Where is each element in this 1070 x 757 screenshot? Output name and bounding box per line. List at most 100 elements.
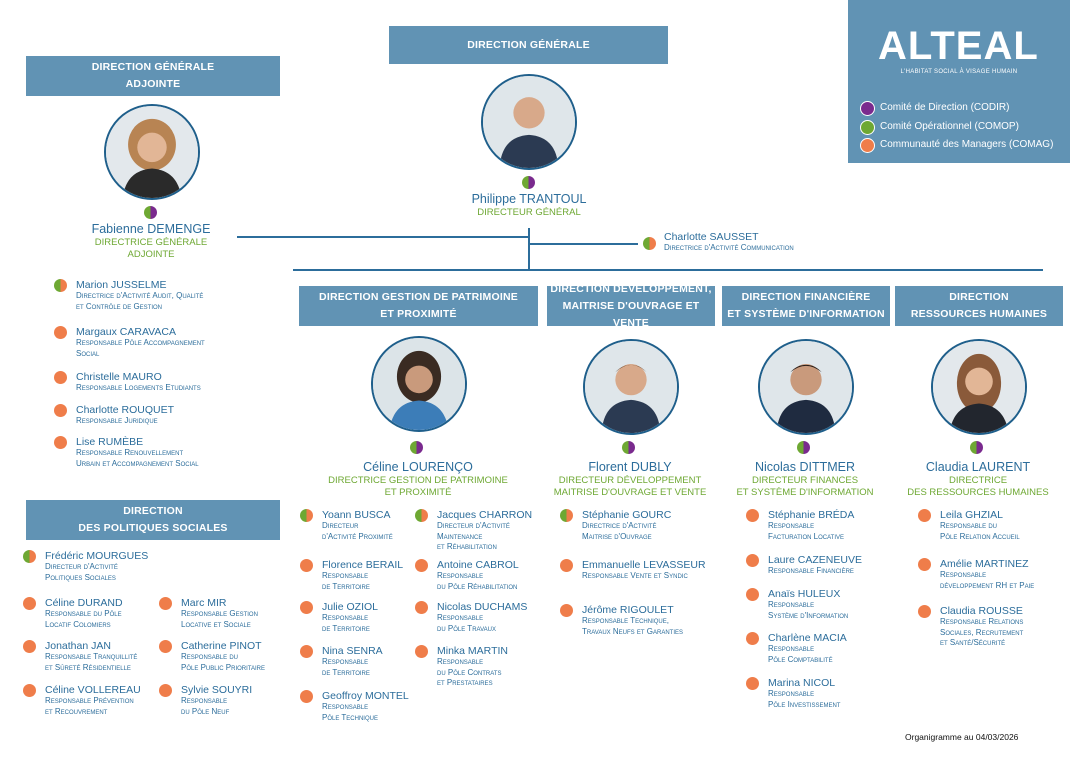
membership-dot-icon	[54, 371, 67, 384]
membership-dot-icon	[560, 509, 573, 522]
member-name: Margaux CARAVACA	[76, 326, 176, 338]
rh-membership-icon	[970, 441, 983, 454]
member-role: développement RH et Paie	[940, 580, 1035, 590]
member-role: Système d'Information	[768, 610, 849, 620]
connector-directions	[293, 269, 1043, 271]
member-name: Amélie MARTINEZ	[940, 558, 1029, 570]
member-role: Responsable	[322, 657, 369, 666]
legend-item-comop: Comité Opérationnel (COMOP)	[860, 120, 1019, 135]
member-name: Geoffroy MONTEL	[322, 690, 409, 702]
member-role: Urbain et Accompagnement Social	[76, 458, 199, 468]
membership-dot-icon	[54, 326, 67, 339]
member-role: Responsable	[322, 571, 369, 580]
dev-membership-icon	[622, 441, 635, 454]
membership-dot-icon	[918, 605, 931, 618]
member-name: Minka MARTIN	[437, 645, 508, 657]
member-role: de Territoire	[322, 623, 370, 633]
header-direction-generale: DIRECTION GÉNÉRALE	[389, 26, 668, 64]
member-role: Responsable	[768, 689, 815, 698]
member-name: Nina SENRA	[322, 645, 383, 657]
membership-dot-icon	[415, 645, 428, 658]
legend-panel: ALTEAL L'HABITAT SOCIAL À VISAGE HUMAIN …	[848, 0, 1070, 163]
member-role: Travaux Neufs et Garanties	[582, 626, 684, 636]
member-name: Nicolas DUCHAMS	[437, 601, 528, 613]
membership-dot-icon	[415, 509, 428, 522]
membership-dot-icon	[746, 677, 759, 690]
member-name: Jacques CHARRON	[437, 509, 533, 521]
comag-dot-icon	[860, 138, 875, 153]
patrimoine-membership-icon	[410, 441, 423, 454]
membership-dot-icon	[23, 597, 36, 610]
member-name: Jonathan JAN	[45, 640, 111, 652]
member-name: Lise RUMÈBE	[76, 436, 144, 448]
member-role: Politiques Sociales	[45, 572, 116, 582]
member-role: Responsable	[322, 613, 369, 622]
member-role: d'Activité Proximité	[322, 531, 393, 541]
membership-dot-icon	[918, 509, 931, 522]
member-role: Responsable Logements Etudiants	[76, 383, 201, 392]
dg-membership-icon	[522, 176, 535, 189]
member-role: et Santé/Sécurité	[940, 638, 1006, 647]
membership-dot-icon	[23, 640, 36, 653]
codir-dot-icon	[860, 101, 875, 116]
member-role: du Pôle Réhabilitation	[437, 581, 518, 591]
dga-membership-icon	[144, 206, 157, 219]
member-role: Responsable Relations	[940, 617, 1024, 626]
member-role: Directeur	[322, 521, 359, 530]
member-name: Claudia ROUSSE	[940, 605, 1023, 617]
photo-lourenco	[371, 336, 467, 432]
member-role: Responsable Financière	[768, 566, 854, 575]
member-role: Responsable	[768, 644, 815, 653]
member-role: Pôle Investissement	[768, 699, 841, 709]
member-name: Emmanuelle LEVASSEUR	[582, 559, 706, 571]
member-name: Jérôme RIGOULET	[582, 604, 674, 616]
membership-dot-icon	[23, 550, 36, 563]
member-role: Responsable	[768, 600, 815, 609]
member-role: de Territoire	[322, 667, 370, 677]
photo-trantoul	[481, 74, 577, 170]
membership-dot-icon	[159, 684, 172, 697]
connector-vertical	[528, 228, 530, 270]
photo-dubly	[583, 339, 679, 435]
member-role: Responsable Juridique	[76, 416, 158, 425]
member-role: Responsable	[437, 613, 484, 622]
member-role: Responsable Prévention	[45, 696, 134, 705]
member-role: Responsable Pôle Accompagnement	[76, 338, 205, 347]
member-role: et Réhabilitation	[437, 542, 497, 551]
membership-dot-icon	[746, 509, 759, 522]
connector-dga	[237, 236, 529, 238]
membership-dot-icon	[415, 559, 428, 572]
member-role: Maintenance	[437, 531, 483, 541]
member-role: Responsable du Pôle	[45, 609, 122, 618]
member-name: Céline VOLLEREAU	[45, 684, 141, 696]
member-name: Charlotte ROUQUET	[76, 404, 175, 416]
member-role: Social	[76, 348, 100, 358]
member-role: Directeur d'Activité	[437, 521, 510, 530]
